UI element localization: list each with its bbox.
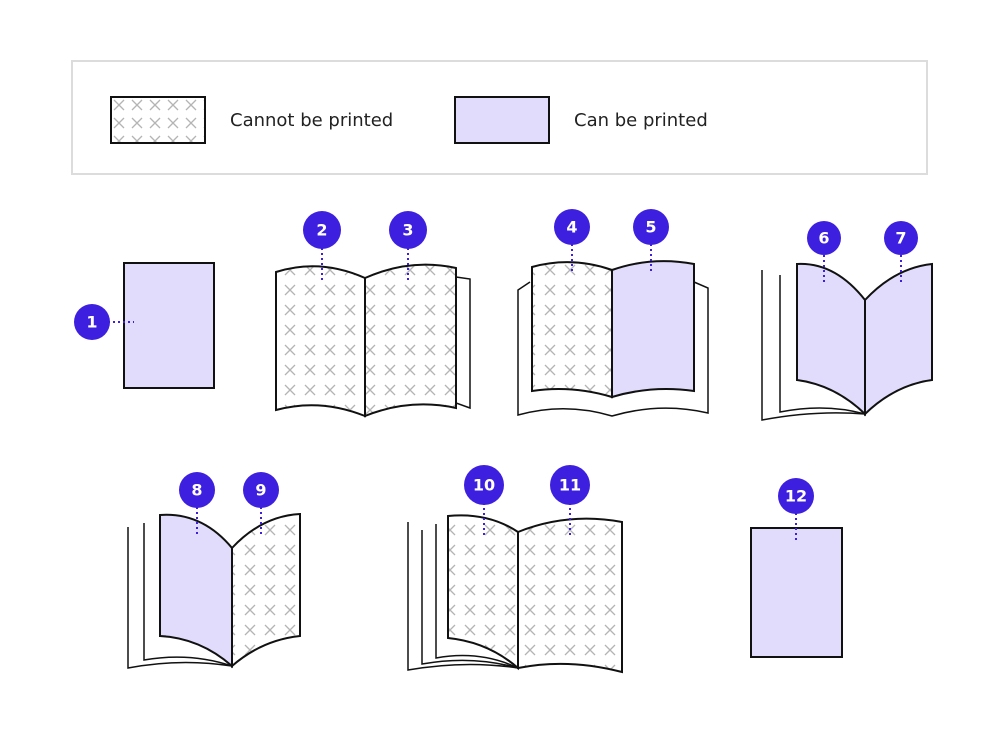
page-not-printable [364, 263, 457, 418]
legend-item-can-print: Can be printed [454, 96, 708, 144]
page-not-printable [231, 512, 301, 669]
diagram-spread-fourth [127, 512, 301, 669]
badge-number: 12 [785, 487, 807, 506]
diagram-spread-fifth [407, 514, 623, 674]
badge-number: 3 [402, 221, 413, 240]
page-not-printable [531, 261, 613, 399]
badge-number: 6 [818, 229, 829, 248]
legend-label-cannot-print: Cannot be printed [230, 109, 394, 131]
legend-item-cannot-print: Cannot be printed [110, 96, 393, 144]
badge-number: 8 [191, 481, 202, 500]
legend-swatch-can-print [454, 96, 550, 144]
page-printable [611, 260, 695, 399]
badge-2: 2 [303, 211, 341, 249]
page-printable [864, 262, 933, 417]
badge-number: 1 [86, 313, 97, 332]
badge-10: 10 [464, 465, 504, 505]
page-not-printable [275, 265, 366, 418]
badge-11: 11 [550, 465, 590, 505]
badge-number: 5 [645, 218, 656, 237]
badge-9: 9 [243, 472, 279, 508]
back-page [455, 276, 471, 410]
badge-7: 7 [884, 221, 918, 255]
badge-5: 5 [633, 209, 669, 245]
badge-number: 4 [566, 218, 577, 237]
badge-12: 12 [778, 478, 814, 514]
diagram-single-page-front [123, 262, 215, 389]
badge-number: 2 [316, 221, 327, 240]
legend-swatch-cannot-print [110, 96, 206, 144]
diagram-single-page-back [750, 527, 843, 658]
page-not-printable [517, 517, 623, 674]
page-not-printable [447, 514, 519, 671]
diagram-spread-third [761, 262, 933, 421]
diagram-spread-first [275, 263, 471, 418]
badge-3: 3 [389, 211, 427, 249]
badge-1: 1 [74, 304, 110, 340]
badge-6: 6 [807, 221, 841, 255]
legend-label-can-print: Can be printed [574, 109, 708, 131]
badge-4: 4 [554, 209, 590, 245]
page-printable [123, 262, 215, 389]
leader-lines [108, 244, 902, 543]
badge-number: 9 [255, 481, 266, 500]
badge-number: 11 [559, 476, 581, 495]
badge-number: 7 [895, 229, 906, 248]
diagram-spread-second [517, 260, 709, 417]
legend: Cannot be printed Can be printed [71, 60, 928, 175]
badge-8: 8 [179, 472, 215, 508]
badge-number: 10 [473, 476, 495, 495]
page-printable [750, 527, 843, 658]
